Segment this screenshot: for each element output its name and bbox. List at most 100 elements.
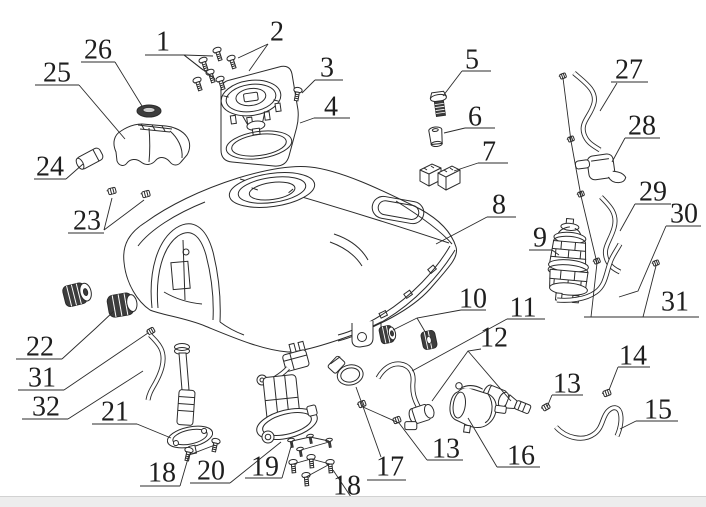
callout-number-27: 27 xyxy=(615,55,643,86)
leader-line-16 xyxy=(468,418,497,467)
canister-9-drawing xyxy=(545,217,593,303)
leader-line-9 xyxy=(529,250,559,255)
leader-line-8 xyxy=(436,217,487,244)
callout-number-22: 22 xyxy=(26,332,54,363)
callout-number-24: 24 xyxy=(36,152,64,183)
callout-number-30: 30 xyxy=(670,199,698,230)
callout-number-21: 21 xyxy=(101,397,129,428)
leader-line-1 xyxy=(184,55,215,79)
leader-line-13 xyxy=(547,395,552,407)
leader-line-7 xyxy=(454,163,478,171)
leader-line-19 xyxy=(292,437,329,441)
leader-line-19 xyxy=(301,442,329,450)
grommets-22-drawing xyxy=(62,281,139,319)
leader-line-20 xyxy=(230,442,281,483)
callout-number-6: 6 xyxy=(468,102,482,133)
fuel-pump-20-drawing xyxy=(254,341,322,445)
leader-line-31 xyxy=(563,78,597,317)
leader-line-27 xyxy=(600,83,617,111)
callout-number-1: 1 xyxy=(156,27,170,58)
callout-number-13: 13 xyxy=(432,434,460,465)
hose-15-drawing xyxy=(556,408,621,438)
leader-line-5 xyxy=(443,71,462,96)
rubber-pad-7-drawing xyxy=(420,164,460,190)
callout-number-5: 5 xyxy=(465,45,479,76)
sleeve-24-drawing xyxy=(74,147,104,171)
leader-line-21 xyxy=(137,424,171,438)
callout-number-19: 19 xyxy=(251,452,279,483)
callout-number-7: 7 xyxy=(482,137,496,168)
hose-11-drawing xyxy=(378,364,421,413)
leader-line-31 xyxy=(64,333,148,390)
filler-cap-assembly-drawing xyxy=(219,66,298,166)
callout-number-18: 18 xyxy=(148,458,176,489)
rubber-cover-25-drawing xyxy=(114,124,190,165)
leader-line-11 xyxy=(412,319,507,371)
fuel-tank-drawing xyxy=(124,166,457,352)
leader-line-14 xyxy=(609,367,618,390)
leader-line-28 xyxy=(612,138,625,162)
leader-line-19 xyxy=(282,443,292,478)
callout-number-31: 31 xyxy=(661,287,689,318)
leader-line-13 xyxy=(363,407,427,460)
callout-number-13: 13 xyxy=(553,369,581,400)
leader-line-25 xyxy=(79,85,125,139)
clip-14-drawing xyxy=(601,388,612,398)
leader-line-18 xyxy=(293,459,330,464)
fuel-sender-21-drawing xyxy=(165,344,216,459)
hose-30-drawing xyxy=(557,244,620,300)
bushing-6-drawing xyxy=(428,126,443,147)
leader-line-18 xyxy=(333,470,351,497)
callout-number-15: 15 xyxy=(644,395,672,426)
connector-12-left-drawing xyxy=(399,402,437,433)
bracket-28-drawing xyxy=(575,152,627,189)
leader-line-30 xyxy=(619,226,666,297)
leader-line-2 xyxy=(249,44,268,71)
leader-line-29 xyxy=(620,204,635,231)
callout-number-29: 29 xyxy=(639,177,667,208)
gasket-26-drawing xyxy=(137,105,161,117)
callout-number-23: 23 xyxy=(73,206,101,237)
callout-number-4: 4 xyxy=(324,92,338,123)
callout-number-11: 11 xyxy=(510,293,537,324)
leader-line-31 xyxy=(643,266,656,317)
callout-number-28: 28 xyxy=(628,111,656,142)
leader-line-6 xyxy=(444,128,465,133)
hose-27-drawing xyxy=(574,73,600,150)
callout-number-2: 2 xyxy=(270,17,284,48)
callout-number-32: 32 xyxy=(32,392,60,423)
hose-clamp-17-drawing xyxy=(326,351,365,389)
leader-line-10 xyxy=(393,310,461,330)
callout-number-8: 8 xyxy=(492,190,506,221)
leader-line-4 xyxy=(300,118,314,123)
grommets-10-drawing xyxy=(378,324,437,350)
leader-line-23 xyxy=(104,200,144,230)
leader-line-18 xyxy=(306,464,330,477)
footer-bar xyxy=(0,496,706,507)
leader-line-17 xyxy=(356,387,381,457)
hose-32-drawing xyxy=(148,335,163,400)
leader-line-23 xyxy=(104,198,112,230)
clip-31-left-drawing xyxy=(145,326,156,337)
callout-number-31: 31 xyxy=(28,363,56,394)
fuel-filter-16-drawing xyxy=(447,382,509,438)
bolt-5-drawing xyxy=(430,91,449,117)
leader-line-22 xyxy=(62,311,114,359)
leader-line-2 xyxy=(238,44,268,58)
callout-number-20: 20 xyxy=(197,456,225,487)
leader-line-24 xyxy=(66,164,83,179)
callout-number-9: 9 xyxy=(533,223,547,254)
callout-number-26: 26 xyxy=(84,35,112,66)
leader-line-18 xyxy=(180,445,215,486)
callout-number-12: 12 xyxy=(480,323,508,354)
hose-29-drawing xyxy=(601,197,620,272)
leader-line-10 xyxy=(417,318,427,335)
callout-number-14: 14 xyxy=(619,341,647,372)
callout-number-25: 25 xyxy=(43,58,71,89)
callout-number-17: 17 xyxy=(376,452,404,483)
leader-line-3 xyxy=(302,80,315,93)
callout-number-3: 3 xyxy=(320,53,334,84)
callout-number-10: 10 xyxy=(459,284,487,315)
